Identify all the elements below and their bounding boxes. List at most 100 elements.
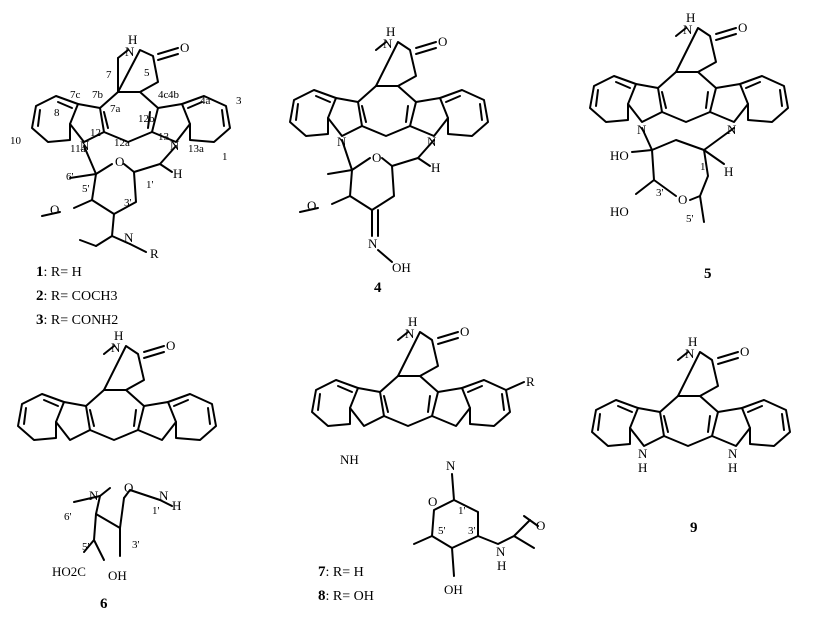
atom-label: N xyxy=(111,340,121,355)
position-number: 12b xyxy=(138,113,155,125)
position-number: 7 xyxy=(106,69,112,81)
position-number: 1' xyxy=(152,505,160,517)
position-number: 1' xyxy=(700,161,708,173)
caption-compound-4: 4 xyxy=(374,280,382,296)
atom-label: N xyxy=(125,44,135,59)
atom-label: H xyxy=(386,24,395,39)
atom-label: N xyxy=(728,446,738,461)
atom-label: N xyxy=(683,22,693,37)
atom-label: N xyxy=(685,346,695,361)
atom-label: OH xyxy=(444,582,463,597)
position-number: 1' xyxy=(146,179,154,191)
atom-label: O xyxy=(124,480,133,495)
position-number: 6' xyxy=(66,171,74,183)
caption-compound-5: 5 xyxy=(704,266,712,282)
position-number: 4c xyxy=(158,89,169,101)
atom-label: O xyxy=(372,150,381,165)
position-number: 4b xyxy=(168,89,180,101)
structure-compound-4 xyxy=(289,41,489,263)
position-number: 3' xyxy=(124,197,132,209)
atom-label: N xyxy=(638,446,648,461)
atom-label: H xyxy=(728,460,737,475)
structure-compound-6 xyxy=(17,345,217,561)
atom-label: O xyxy=(678,192,687,207)
atom-label: N xyxy=(637,122,647,137)
position-number: 12 xyxy=(90,127,101,139)
atom-label: H xyxy=(114,328,123,343)
atom-label: N xyxy=(89,488,99,503)
atom-label: N xyxy=(159,488,169,503)
atom-label: H xyxy=(724,164,733,179)
atom-label: H xyxy=(688,334,697,349)
position-number: 13a xyxy=(188,143,204,155)
position-number: 12a xyxy=(114,137,130,149)
atom-label: HO xyxy=(610,148,629,163)
atom-numbering: 7 5 4c 7c 7b 7a 12b 4b 4a 3 8 10 12 12a … xyxy=(10,67,242,209)
atom-label: NH xyxy=(340,452,359,467)
structure-compound-1 xyxy=(31,47,231,253)
position-number: 5' xyxy=(438,525,446,537)
caption-compound-7: 7: R= H xyxy=(318,564,364,580)
atom-label: OH xyxy=(108,568,127,583)
atom-label: H xyxy=(638,460,647,475)
atom-label: O xyxy=(115,154,124,169)
position-number: 10 xyxy=(10,135,22,147)
position-number: 8 xyxy=(54,107,60,119)
position-number: 5' xyxy=(82,541,90,553)
caption-compound-6: 6 xyxy=(100,596,108,612)
atom-label: O xyxy=(166,338,175,353)
atom-label: N xyxy=(727,122,737,137)
caption-compound-9: 9 xyxy=(690,520,698,536)
position-number: 3 xyxy=(236,95,242,107)
atom-label: OH xyxy=(392,260,411,275)
atom-label: H xyxy=(431,160,440,175)
atom-label: N xyxy=(427,134,437,149)
atom-label: H xyxy=(173,166,182,181)
atom-label: O xyxy=(428,494,437,509)
atom-label: HO xyxy=(610,204,629,219)
atom-label: O xyxy=(50,202,59,217)
position-number: 5' xyxy=(82,183,90,195)
atom-label: N xyxy=(405,326,415,341)
atom-label: O xyxy=(438,34,447,49)
structure-compound-7 xyxy=(311,331,539,577)
atom-label: HO2C xyxy=(52,564,86,579)
position-number: 3' xyxy=(656,187,664,199)
caption-compound-2: 2: R= COCH3 xyxy=(36,288,118,304)
position-number: 4a xyxy=(200,95,211,107)
position-number: 7a xyxy=(110,103,121,115)
atom-label: H xyxy=(172,498,181,513)
atom-label: R xyxy=(150,246,159,261)
atom-label: O xyxy=(738,20,747,35)
atom-label: H xyxy=(686,10,695,25)
atom-label: O xyxy=(180,40,189,55)
position-number: 1' xyxy=(458,505,466,517)
structure-compound-5 xyxy=(589,27,789,223)
structure-compound-9 xyxy=(591,351,791,447)
atom-label: N xyxy=(170,138,180,153)
caption-compound-8: 8: R= OH xyxy=(318,588,374,604)
atom-label: O xyxy=(460,324,469,339)
position-number: 5 xyxy=(144,67,150,79)
caption-compound-1: 1: R= H xyxy=(36,264,82,280)
position-number: 6' xyxy=(64,511,72,523)
atom-label: O xyxy=(536,518,545,533)
atom-label: N xyxy=(337,134,347,149)
position-number: 1 xyxy=(222,151,228,163)
atom-label: N xyxy=(368,236,378,251)
caption-compound-3: 3: R= CONH2 xyxy=(36,312,118,328)
atom-label: H xyxy=(128,32,137,47)
position-number: 5' xyxy=(686,213,694,225)
atom-label: R xyxy=(526,374,535,389)
position-number: 7c xyxy=(70,89,81,101)
atom-label: N xyxy=(496,544,506,559)
atom-label: N xyxy=(446,458,456,473)
atom-label: N xyxy=(124,230,134,245)
position-number: 13 xyxy=(158,131,170,143)
atom-label: O xyxy=(307,198,316,213)
atom-label: N xyxy=(383,36,393,51)
atom-label: H xyxy=(497,558,506,573)
atom-label: H xyxy=(408,314,417,329)
